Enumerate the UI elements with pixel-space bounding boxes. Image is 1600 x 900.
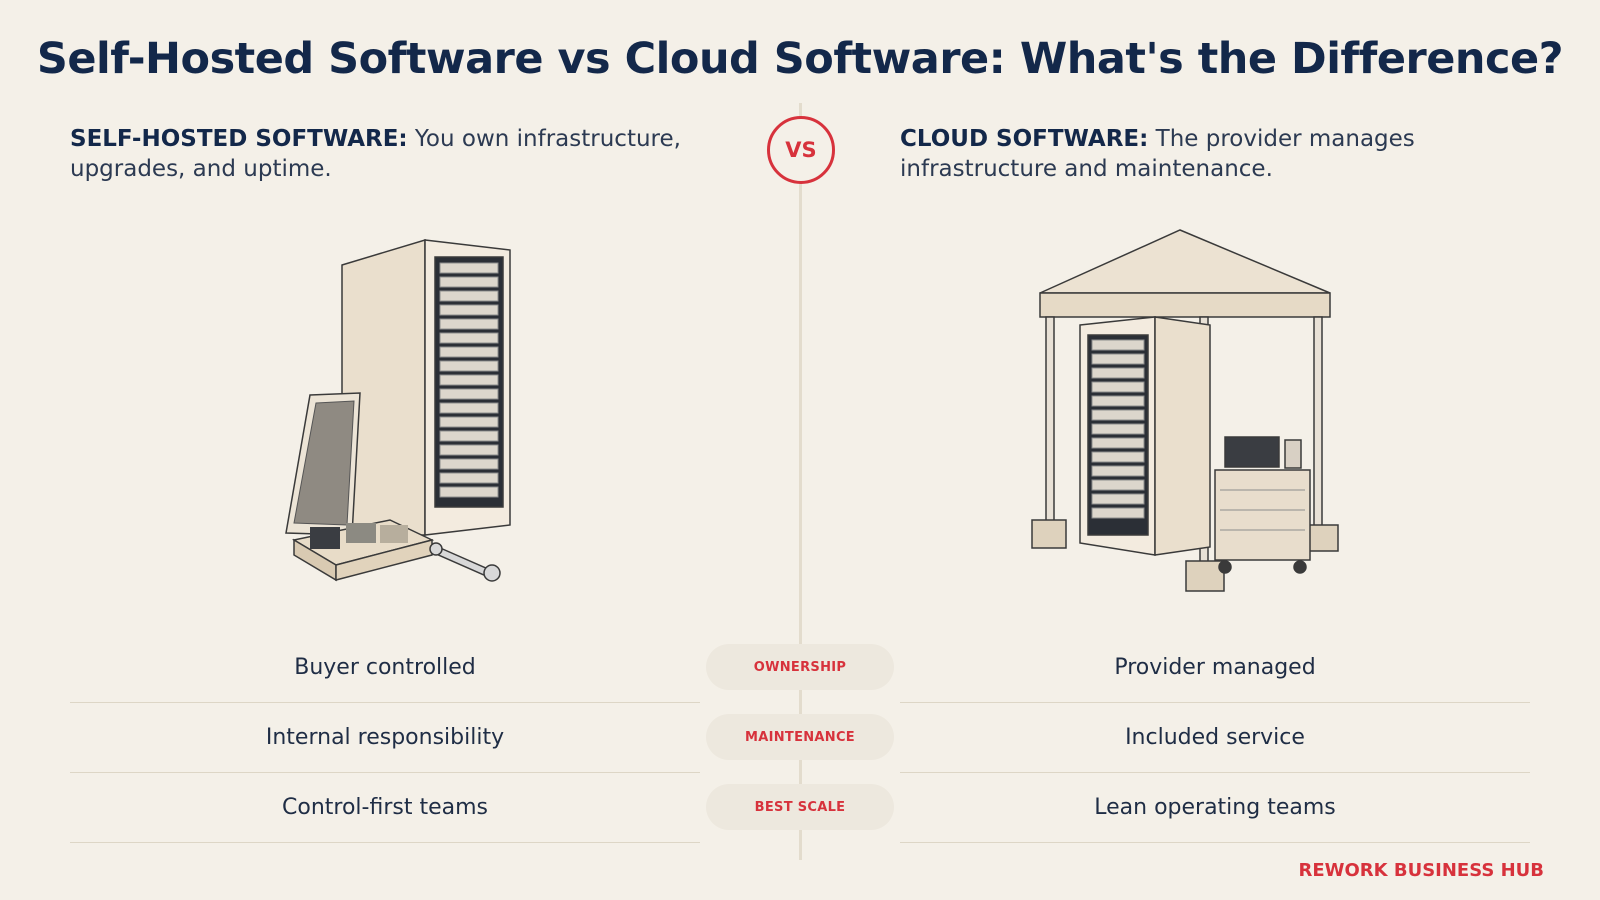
best-scale-left: Control-first teams bbox=[70, 772, 700, 843]
brand-footer: REWORK BUSINESS HUB bbox=[1298, 860, 1544, 881]
best-scale-right: Lean operating teams bbox=[900, 772, 1530, 843]
vs-badge: VS bbox=[767, 116, 835, 184]
self-hosted-description: SELF-HOSTED SOFTWARE: You own infrastruc… bbox=[70, 124, 710, 184]
maintenance-left: Internal responsibility bbox=[70, 702, 700, 773]
ownership-label: OWNERSHIP bbox=[706, 644, 894, 690]
ownership-left: Buyer controlled bbox=[70, 632, 700, 703]
self-hosted-heading: SELF-HOSTED SOFTWARE: bbox=[70, 126, 408, 152]
server-rack-with-parts-icon bbox=[285, 238, 511, 582]
maintenance-right: Included service bbox=[900, 702, 1530, 773]
ownership-right: Provider managed bbox=[900, 632, 1530, 703]
center-divider bbox=[799, 103, 802, 860]
server-rack-under-canopy-icon bbox=[1031, 229, 1339, 592]
cloud-heading: CLOUD SOFTWARE: bbox=[900, 126, 1149, 152]
page-title: Self-Hosted Software vs Cloud Software: … bbox=[36, 34, 1564, 84]
maintenance-label: MAINTENANCE bbox=[706, 714, 894, 760]
self-hosted-text: You own infrastructure, upgrades, and up… bbox=[70, 126, 681, 182]
best-scale-label: BEST SCALE bbox=[706, 784, 894, 830]
cloud-description: CLOUD SOFTWARE: The provider manages inf… bbox=[900, 124, 1540, 184]
cloud-text: The provider manages infrastructure and … bbox=[900, 126, 1415, 182]
